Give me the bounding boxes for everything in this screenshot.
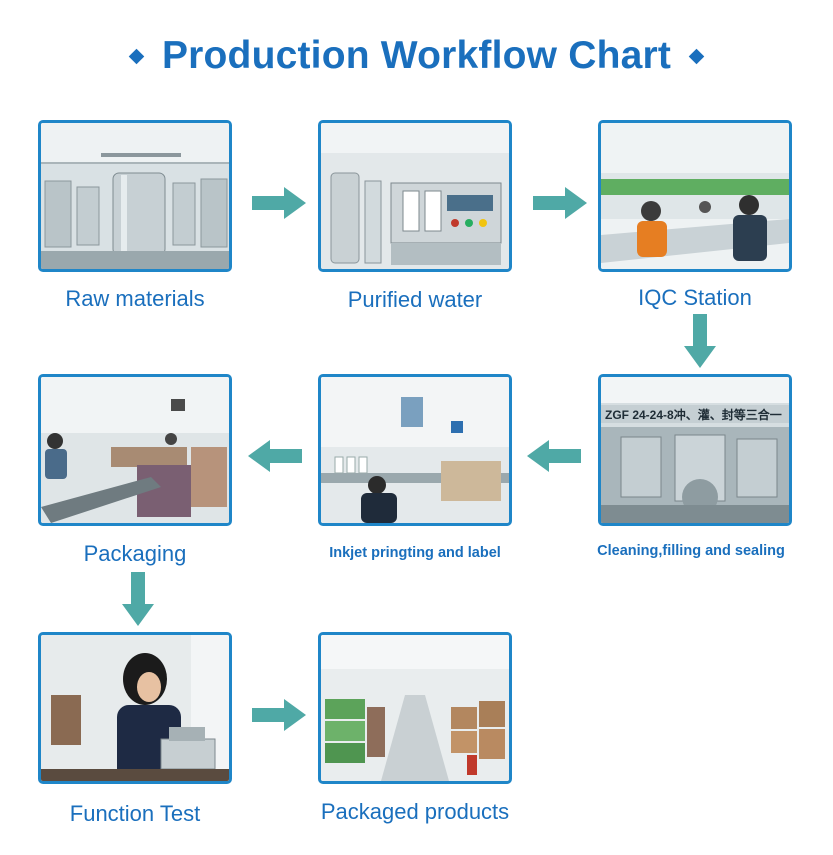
title-row: Production Workflow Chart — [0, 28, 833, 84]
tank-photo-icon — [41, 123, 229, 269]
step-label-cleaning-filling-sealing: Cleaning,filling and sealing — [597, 543, 785, 559]
step-photo-iqc-station — [598, 120, 792, 272]
arrow-down-icon — [684, 314, 716, 368]
step-label-packaging: Packaging — [83, 541, 187, 566]
lab-test-photo-icon — [41, 635, 229, 781]
step-label-inkjet-label: Inkjet pringting and label — [329, 545, 501, 561]
packaging-photo-icon — [41, 377, 229, 523]
step-photo-packaging — [38, 374, 232, 526]
title-diamond-left — [128, 48, 145, 64]
warehouse-photo-icon — [321, 635, 509, 781]
machine-text: ZGF 24-24-8冲、灌、封等三合一 — [605, 407, 782, 422]
step-label-function-test: Function Test — [69, 801, 201, 826]
step-label-purified-water: Purified water — [347, 287, 483, 312]
water-machine-photo-icon — [321, 123, 509, 269]
step-photo-raw-materials — [38, 120, 232, 272]
arrow-down-icon — [122, 572, 154, 626]
arrow-left-icon — [248, 440, 302, 472]
page-title: Production Workflow Chart — [161, 34, 672, 77]
step-photo-function-test — [38, 632, 232, 784]
arrow-right-icon — [252, 699, 306, 731]
title-diamond-right — [688, 48, 705, 64]
arrow-left-icon — [527, 440, 581, 472]
step-label-packaged-products: Packaged products — [320, 799, 510, 824]
step-label-iqc-station: IQC Station — [638, 285, 752, 310]
step-photo-inkjet-label — [318, 374, 512, 526]
arrow-right-icon — [533, 187, 587, 219]
step-photo-cleaning-filling-sealing: ZGF 24-24-8冲、灌、封等三合一 — [598, 374, 792, 526]
step-label-raw-materials: Raw materials — [65, 286, 205, 311]
step-photo-purified-water — [318, 120, 512, 272]
step-photo-packaged-products — [318, 632, 512, 784]
labeling-line-photo-icon — [321, 377, 509, 523]
inspection-photo-icon — [601, 123, 789, 269]
arrow-right-icon — [252, 187, 306, 219]
filling-machine-photo-icon: ZGF 24-24-8冲、灌、封等三合一 — [601, 377, 789, 523]
